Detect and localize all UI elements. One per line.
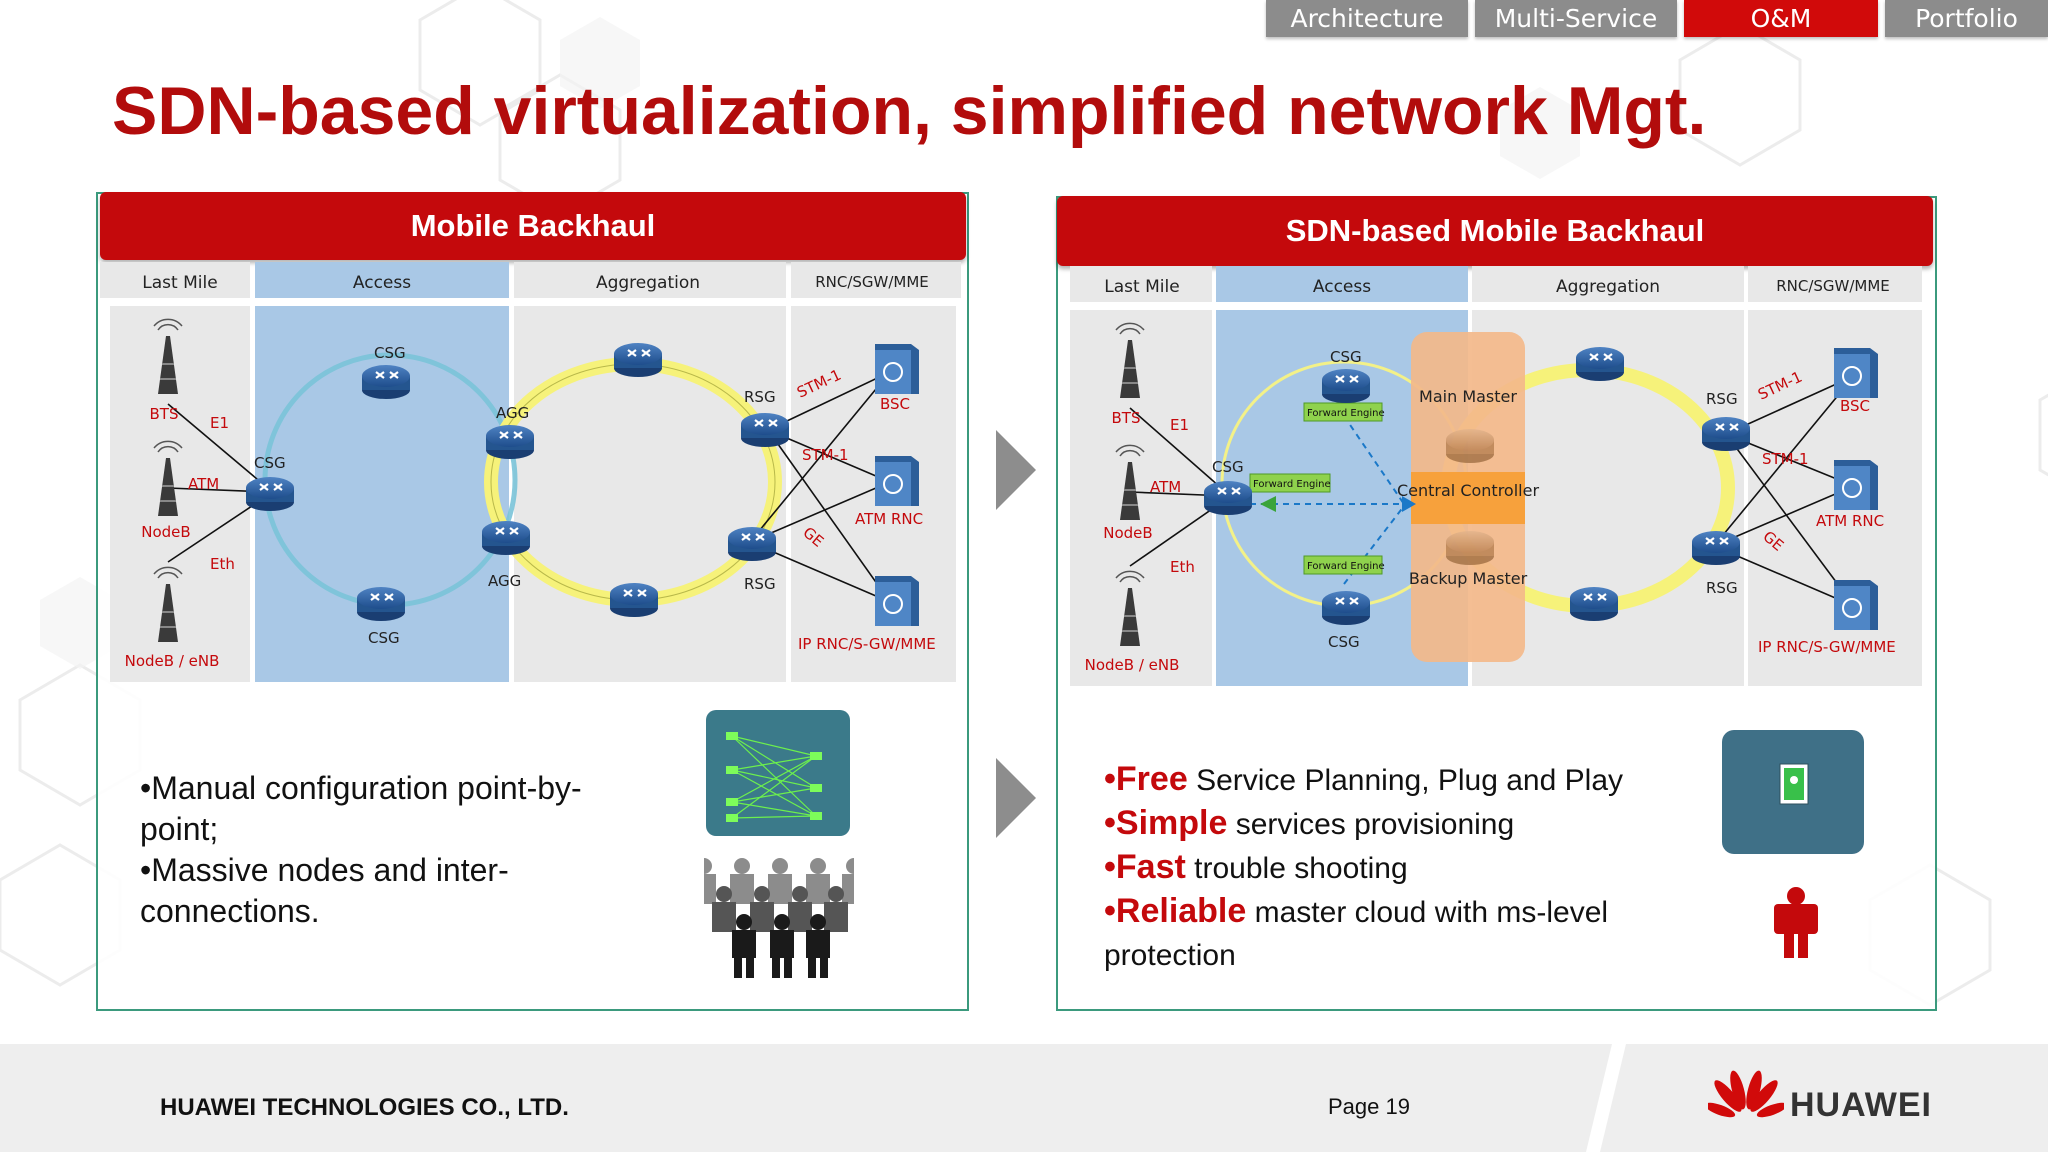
footer-band — [0, 1044, 2048, 1152]
label-csg-main: CSG — [254, 454, 286, 472]
label-agg-top: AGG — [496, 404, 529, 422]
label-atm-rnc: ATM RNC — [1816, 512, 1884, 530]
simple-management-illustration — [1722, 730, 1864, 958]
tab-architecture[interactable]: Architecture — [1266, 0, 1468, 37]
sdn-mobile-backhaul-diagram: Last Mile Access Aggregation RNC/SGW/MME — [1070, 266, 1922, 686]
label-eth: Eth — [210, 555, 235, 573]
people-crowd-icon — [704, 858, 854, 978]
label-eth: Eth — [1170, 558, 1195, 576]
label-bsc: BSC — [1840, 397, 1870, 415]
label-rsg-bottom: RSG — [1706, 579, 1738, 597]
label-csg-main: CSG — [1212, 458, 1244, 476]
label-rsg-top: RSG — [1706, 390, 1738, 408]
page-title: SDN-based virtualization, simplified net… — [112, 73, 1707, 149]
zone-aggregation: Aggregation — [596, 273, 700, 293]
zone-access: Access — [1313, 277, 1371, 297]
label-bsc: BSC — [880, 395, 910, 413]
right-bullets: •Free Service Planning, Plug and Play •S… — [1104, 758, 1664, 977]
complex-network-people-illustration — [704, 710, 854, 978]
label-atm-rnc: ATM RNC — [855, 510, 923, 528]
label-rsg-bottom: RSG — [744, 575, 776, 593]
label-nodeb: NodeB — [141, 523, 190, 541]
zone-last-mile: Last Mile — [142, 273, 217, 293]
left-bullets: •Manual configuration point-by-point; •M… — [140, 768, 640, 932]
label-main-master: Main Master — [1419, 387, 1517, 406]
label-bts: BTS — [1112, 409, 1141, 427]
label-forward-engine-mid: Forward Engine — [1253, 479, 1331, 490]
tab-multi-service[interactable]: Multi-Service — [1475, 0, 1677, 37]
label-stm1-mid: STM-1 — [1762, 450, 1809, 468]
label-csg-bottom: CSG — [1328, 633, 1360, 651]
label-central-controller: Central Controller — [1397, 481, 1539, 500]
huawei-logo-icon — [1708, 1070, 1784, 1118]
footer-slash-decoration — [1586, 1044, 1626, 1152]
label-nodeb-enb: NodeB / eNB — [125, 652, 220, 670]
label-backup-master: Backup Master — [1409, 569, 1528, 588]
label-agg-bottom: AGG — [488, 572, 521, 590]
zone-access: Access — [353, 273, 411, 293]
label-ip-rnc: IP RNC/S-GW/MME — [798, 635, 936, 653]
bullet-fast: •Fast trouble shooting — [1104, 848, 1408, 886]
huawei-logo-text: HUAWEI — [1790, 1086, 1932, 1124]
label-stm1-mid: STM-1 — [802, 446, 849, 464]
mobile-backhaul-diagram: Last Mile Access Aggregation RNC/SGW/MME — [100, 262, 961, 682]
zone-core: RNC/SGW/MME — [815, 273, 929, 291]
mobile-backhaul-header: Mobile Backhaul — [100, 192, 966, 260]
zone-aggregation: Aggregation — [1556, 277, 1660, 297]
label-forward-engine-bottom: Forward Engine — [1307, 561, 1385, 572]
bullet-massive-nodes: •Massive nodes and inter-connections. — [140, 852, 509, 929]
arrow-right-icon — [996, 430, 1036, 510]
label-e1: E1 — [210, 414, 229, 432]
bullet-reliable: •Reliable master cloud with ms-level pro… — [1104, 892, 1609, 972]
label-csg-bottom: CSG — [368, 629, 400, 647]
bullet-free: •Free Service Planning, Plug and Play — [1104, 760, 1623, 798]
label-nodeb-enb: NodeB / eNB — [1085, 656, 1180, 674]
label-csg-top: CSG — [374, 344, 406, 362]
label-csg-top: CSG — [1330, 348, 1362, 366]
label-nodeb: NodeB — [1103, 524, 1152, 542]
company-name: HUAWEI TECHNOLOGIES CO., LTD. — [160, 1094, 569, 1121]
sdn-mobile-backhaul-header: SDN-based Mobile Backhaul — [1057, 196, 1933, 266]
label-bts: BTS — [150, 405, 179, 423]
page-number: Page 19 — [1328, 1094, 1410, 1119]
tab-portfolio[interactable]: Portfolio — [1885, 0, 2048, 37]
zone-core: RNC/SGW/MME — [1776, 277, 1890, 295]
label-rsg-top: RSG — [744, 388, 776, 406]
tab-om[interactable]: O&M — [1684, 0, 1878, 37]
label-atm: ATM — [1150, 478, 1181, 496]
label-ip-rnc: IP RNC/S-GW/MME — [1758, 638, 1896, 656]
bullet-simple: •Simple services provisioning — [1104, 804, 1515, 842]
single-person-icon — [1774, 887, 1818, 958]
zone-last-mile: Last Mile — [1104, 277, 1179, 297]
bullet-manual-config: •Manual configuration point-by-point; — [140, 770, 582, 847]
arrow-right-icon — [996, 758, 1036, 838]
label-forward-engine-top: Forward Engine — [1307, 408, 1385, 419]
label-e1: E1 — [1170, 416, 1189, 434]
label-atm: ATM — [188, 475, 219, 493]
